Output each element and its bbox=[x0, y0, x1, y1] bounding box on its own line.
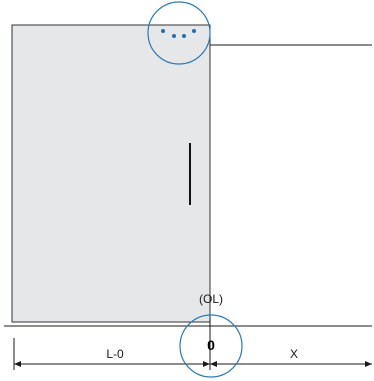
origin-line-label: (OL) bbox=[199, 292, 223, 306]
panel bbox=[11, 24, 211, 323]
bottom-highlight-circle bbox=[179, 314, 243, 378]
left-dimension-line bbox=[14, 361, 210, 367]
top-highlight-circle bbox=[147, 1, 211, 65]
right-dimension-line bbox=[210, 361, 372, 367]
right-dimension-label: X bbox=[290, 347, 298, 361]
zero-label: 0 bbox=[207, 337, 215, 353]
left-dimension-label: L-0 bbox=[106, 347, 124, 361]
three-dots-icon bbox=[161, 29, 196, 38]
